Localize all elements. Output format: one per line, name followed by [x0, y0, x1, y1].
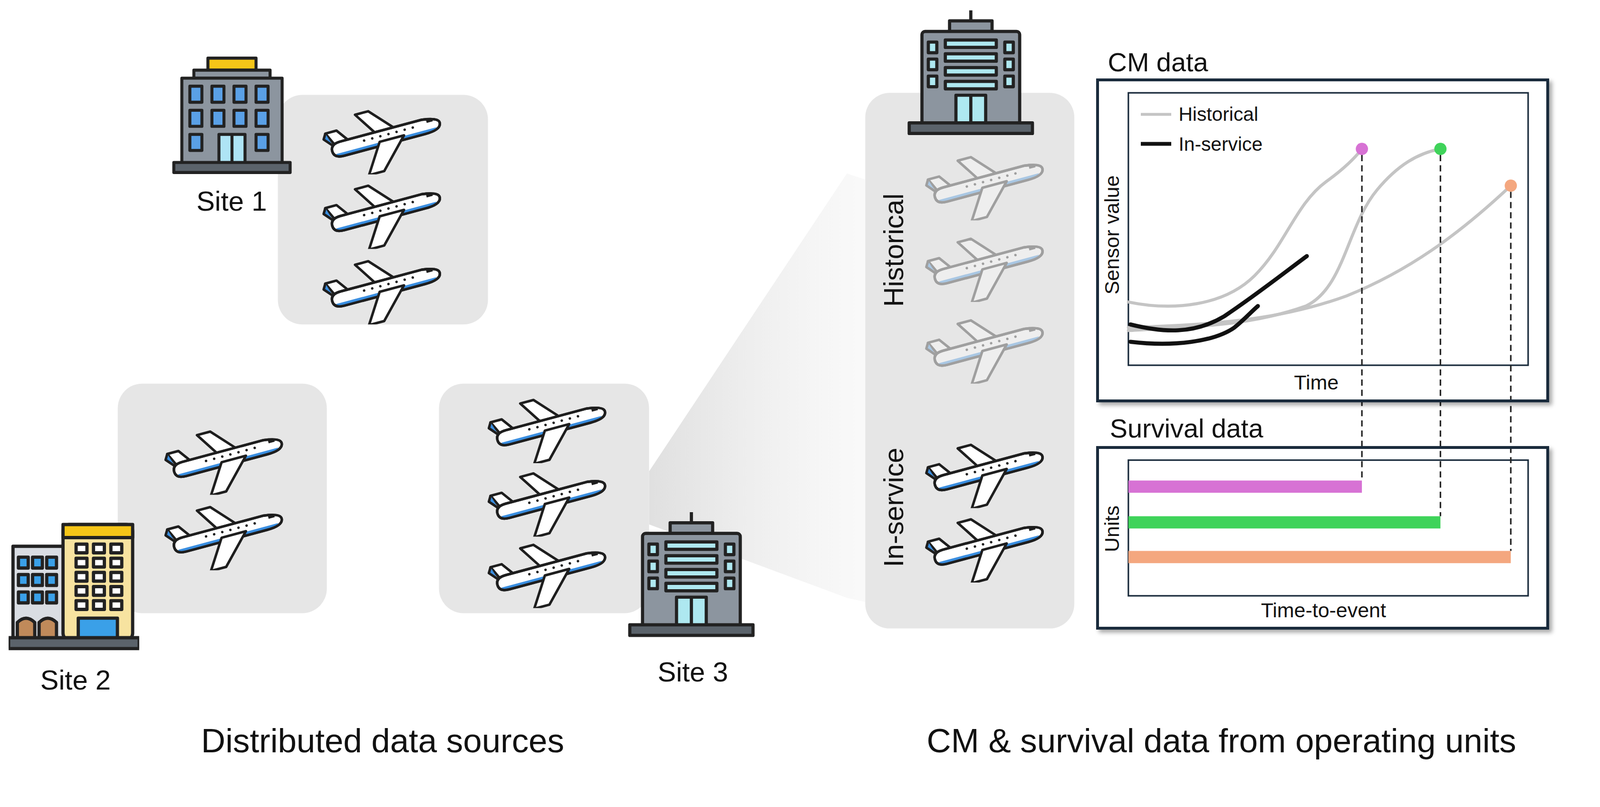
survival-bar [1128, 480, 1362, 493]
aircraft-icon [319, 168, 448, 259]
historical-curve [1128, 148, 1441, 331]
vertical-label: Historical [877, 193, 910, 307]
axis-label: Units [1100, 505, 1124, 552]
survival-bar [1128, 516, 1441, 529]
axis-label: Sensor value [1100, 174, 1124, 295]
aircraft-icon [922, 427, 1051, 518]
in-service-curve [1130, 255, 1307, 330]
unit-panel: HistoricalIn-service [865, 92, 1075, 629]
aircraft-icon [319, 243, 448, 334]
axis-label: Time [1293, 370, 1339, 395]
chart-panel: CM data [1096, 78, 1550, 402]
aircraft-icon [319, 94, 448, 184]
site-group: Site 1 [277, 95, 488, 325]
unit-panel [865, 92, 1075, 628]
historical-curve [1128, 148, 1362, 306]
section-caption: Distributed data sources [201, 721, 565, 761]
plot-frame [1128, 460, 1529, 596]
node-label: Site 1 [196, 185, 267, 218]
plot-frame [1128, 92, 1529, 366]
aircraft-icon [922, 221, 1051, 312]
building-icon [173, 57, 291, 173]
site-group: Site 2 [117, 383, 327, 614]
site-panel [117, 383, 328, 614]
legend-line-sample [1140, 112, 1172, 116]
legend-text: Historical [1178, 103, 1259, 126]
leader-line [1510, 191, 1512, 551]
historical-curve [1128, 185, 1512, 328]
failure-dot [1355, 142, 1369, 155]
legend-line-sample [1140, 141, 1172, 146]
building-icon [909, 9, 1033, 134]
building-icon [629, 511, 753, 636]
leader-line [1360, 154, 1363, 482]
aircraft-icon [484, 382, 614, 473]
failure-dot [1434, 142, 1447, 155]
building-icon [8, 524, 140, 649]
vertical-label: In-service [877, 447, 910, 567]
aircraft-icon [161, 489, 290, 580]
aircraft-icon [161, 414, 290, 505]
site-group: Site 3 [438, 383, 649, 614]
failure-dot [1504, 179, 1517, 193]
axis-label: Time-to-event [1261, 598, 1387, 622]
aircraft-icon [922, 140, 1051, 231]
node-label: Site 2 [40, 663, 111, 696]
aircraft-icon [922, 501, 1051, 592]
legend-text: In-service [1178, 132, 1263, 155]
in-service-curve [1130, 306, 1258, 344]
node-label: CM data [1108, 46, 1209, 78]
aircraft-icon [484, 527, 614, 618]
legend-entry: Historical [1140, 103, 1259, 126]
section-caption: CM & survival data from operating units [926, 721, 1517, 761]
node-label: Survival data [1109, 413, 1264, 444]
survival-bar [1128, 550, 1512, 564]
node-label: Site 3 [657, 655, 728, 688]
aircraft-icon [484, 456, 614, 547]
aircraft-icon [922, 303, 1051, 394]
leader-line [1439, 154, 1442, 516]
legend-entry: In-service [1140, 132, 1263, 155]
